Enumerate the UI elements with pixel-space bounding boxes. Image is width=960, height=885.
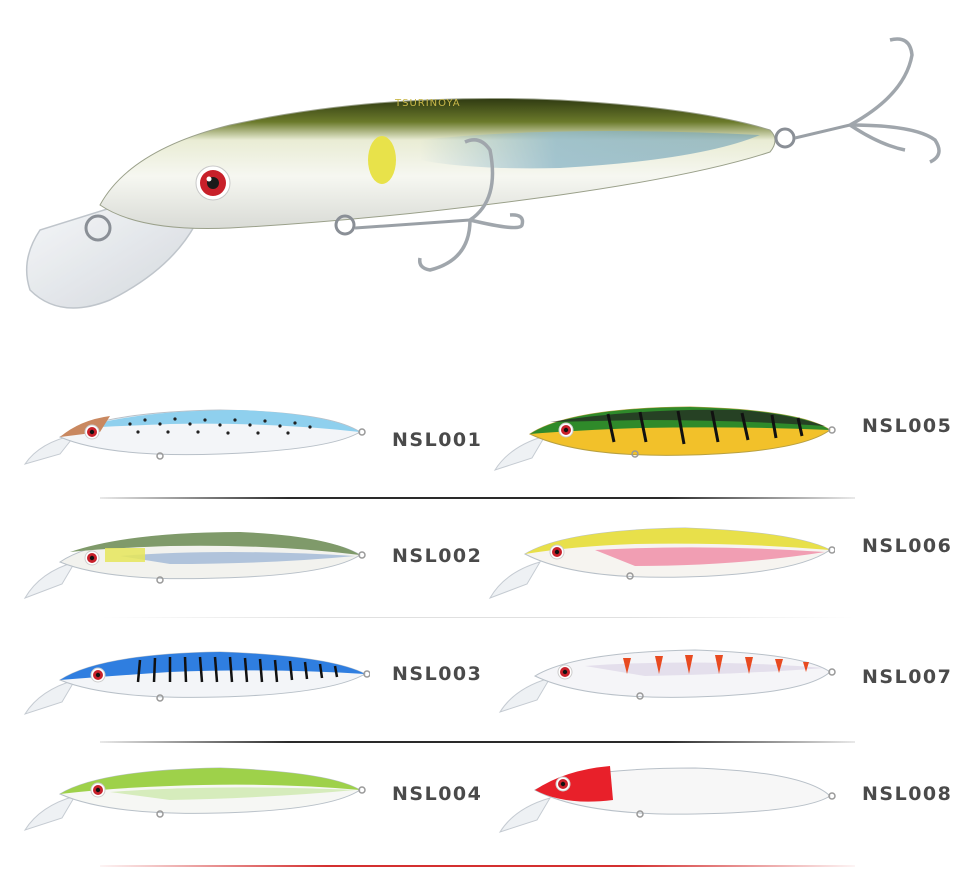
- row-divider: [100, 497, 855, 499]
- lure-code: NSL006: [862, 535, 953, 557]
- lure-code: NSL002: [392, 545, 483, 567]
- row-divider: [100, 865, 855, 867]
- lure-code: NSL001: [392, 429, 483, 451]
- lure-nsl008-image: [498, 766, 836, 833]
- lure-code: NSL004: [392, 783, 483, 805]
- lure-code: NSL008: [862, 783, 953, 805]
- row-divider: [100, 741, 855, 743]
- lure-code: NSL007: [862, 666, 953, 688]
- hero-brand-text: TSURINOYA: [394, 98, 461, 109]
- lure-nsl001-image: [23, 409, 366, 465]
- lure-nsl003-image: [23, 651, 370, 715]
- lure-nsl006-image: [488, 527, 835, 599]
- lure-nsl007-image: [498, 649, 836, 713]
- lure-nsl005-image: [493, 406, 836, 471]
- lure-code: NSL003: [392, 663, 483, 685]
- lure-nsl002-image: [23, 532, 366, 599]
- hero-lure-image: TSURINOYA: [25, 37, 941, 309]
- row-divider: [100, 617, 855, 618]
- lure-code: NSL005: [862, 415, 953, 437]
- lure-nsl004-image: [23, 767, 366, 831]
